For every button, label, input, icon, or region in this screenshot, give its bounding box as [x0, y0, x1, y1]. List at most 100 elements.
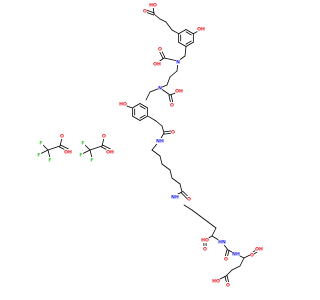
- tfa-2-hydroxyl-background: [106, 149, 114, 155]
- hexanoyl-chain-bond: [169, 169, 173, 179]
- upper-acid-hydroxyl: OH: [153, 62, 161, 68]
- tfa-1-cf-bond: [39, 149, 49, 155]
- hexanoyl-chain-bond: [171, 177, 181, 185]
- upper-amine-nitrogen-background: [175, 59, 181, 65]
- second-benzene-ring-bond: [132, 103, 141, 109]
- hexanoyl-carbonyl-bond: [180, 192, 188, 200]
- top-benzene-ring-bond: [178, 29, 187, 35]
- second-benzene-ring-bond: [139, 114, 146, 119]
- second-benzene-ring-bond: [132, 115, 141, 121]
- amide-nitrogen: NH: [156, 139, 164, 145]
- lysine-epsilon-nitrogen-background: [171, 194, 179, 200]
- tfa-2-carbonyl-bond: [102, 144, 111, 150]
- glu-alpha-acid-carbonyl-oxygen-background: [249, 252, 255, 258]
- lysine-acid-carbonyl-oxygen: O: [203, 247, 207, 253]
- lower-amine-nitrogen-background: [157, 85, 163, 91]
- lysine-acid-hydroxyl: HO: [201, 238, 209, 244]
- urea-nitrogen-1-background: [218, 239, 226, 245]
- top-acid-hydroxyl-background: [149, 2, 157, 8]
- top-acid-carbonyl-oxygen-background: [142, 8, 148, 14]
- hexanoyl-chain-bond: [151, 149, 161, 157]
- lysine-chain-bond: [183, 204, 193, 211]
- top-benzyl-bond: [184, 46, 187, 57]
- upper-acid-carbonyl-oxygen: O: [158, 47, 162, 53]
- glu-side-chain-bond: [225, 269, 233, 277]
- lysine-alpha-bond: [211, 227, 217, 237]
- urea-nitrogen-2: NH: [232, 252, 240, 258]
- tfa-1-fluorine-2: F: [37, 153, 40, 159]
- ethylene-chain-bond: [169, 70, 178, 78]
- urea-carbonyl-oxygen: O: [224, 257, 228, 263]
- tfa-1-fluorine-1-background: [38, 140, 44, 146]
- atom-label-layer: FFFOHOFFFOHOHOOOHNOHONOHOHOONHONHHOOHNON…: [36, 2, 263, 289]
- top-benzene-ring-bond: [185, 31, 192, 36]
- tfa-2-cf-bond: [81, 149, 91, 155]
- top-propanoic-chain-bond: [165, 21, 173, 31]
- tfa-2-fluorine-1-background: [80, 140, 86, 146]
- tfa-1-carbonyl-oxygen: O: [60, 134, 64, 140]
- tfa-2-fluorine-3: F: [90, 158, 93, 164]
- lysine-acid-carbonyl-oxygen-background: [202, 246, 208, 252]
- amide-carbonyl-oxygen: O: [171, 130, 175, 136]
- hexanoyl-chain-bond: [159, 155, 163, 165]
- upper-acid-hydroxyl-background: [153, 61, 161, 67]
- second-benzyl-ring-bond: [145, 91, 151, 101]
- tfa-1-fluorine-1: F: [39, 141, 42, 147]
- top-phenol-hydroxyl-background: [197, 26, 205, 32]
- tfa-1-fluorine-3-background: [47, 157, 53, 163]
- top-acid-hydroxyl: HO: [149, 3, 157, 9]
- tfa-2-carbonyl-oxygen: O: [102, 134, 106, 140]
- top-acid-carbonyl-oxygen: O: [143, 9, 147, 15]
- top-carbonyl-bond: [145, 9, 155, 14]
- hexanoyl-carbonyl-oxygen: O: [187, 197, 191, 203]
- lysine-acid-hydroxyl-background: [201, 237, 209, 243]
- second-phenol-hydroxyl: HO: [119, 102, 127, 108]
- amide-carbonyl-bond: [163, 132, 173, 135]
- tfa-1-hydroxyl: OH: [64, 150, 72, 156]
- urea-carbonyl-oxygen-background: [223, 256, 229, 262]
- tfa-1-carbonyl-oxygen-background: [59, 133, 65, 139]
- tfa-2-fluorine-3-background: [89, 157, 95, 163]
- tfa-1-hydroxyl-background: [64, 149, 72, 155]
- tfa-2-cf-bond: [89, 149, 93, 159]
- glu-side-chain-bond: [231, 265, 241, 271]
- second-benzene-ring-bond: [139, 115, 148, 121]
- tfa-2-carbonyl-oxygen-background: [101, 133, 107, 139]
- second-phenol-hydroxyl-background: [119, 101, 127, 107]
- urea-nitrogen-1: HN: [218, 240, 226, 246]
- amide-carbonyl-oxygen-background: [170, 129, 176, 135]
- top-propanoic-chain-bond: [153, 13, 161, 20]
- top-phenol-hydroxyl: OH: [197, 27, 205, 33]
- top-benzene-ring-bond: [185, 40, 192, 45]
- top-benzene-ring-bond: [178, 41, 187, 47]
- tfa-2-fluorine-2-background: [78, 152, 84, 158]
- lower-amine-nitrogen: N: [158, 86, 162, 92]
- tfa-2-hydroxyl: OH: [106, 150, 114, 156]
- tfa-1-fluorine-2-background: [36, 152, 42, 158]
- glu-side-chain-bond: [239, 257, 245, 267]
- tfa-1-cf-bond: [47, 149, 51, 159]
- tfa-2-cc-bond: [89, 145, 103, 151]
- ethylene-chain-bond: [166, 76, 171, 86]
- tfa-1-fluorine-3: F: [48, 158, 51, 164]
- top-propanoic-chain-bond: [159, 18, 167, 23]
- upper-acid-carbonyl-oxygen-background: [157, 46, 163, 52]
- glu-side-hydroxyl-background: [212, 278, 220, 284]
- glu-side-hydroxyl: HO: [212, 279, 220, 285]
- amide-nitrogen-background: [156, 138, 164, 144]
- top-benzene-ring-bond: [185, 41, 194, 47]
- upper-amine-nitrogen: N: [176, 60, 180, 66]
- second-propanoyl-chain-bond: [147, 115, 157, 122]
- top-propanoic-chain-bond: [171, 29, 180, 35]
- glu-alpha-acid-carbonyl-oxygen: O: [250, 253, 254, 259]
- urea-nitrogen-2-background: [232, 251, 240, 257]
- lower-acid-hydroxyl-background: [175, 88, 183, 94]
- lower-acid-hydroxyl: OH: [175, 89, 183, 95]
- lysine-epsilon-nitrogen: NH: [171, 195, 179, 201]
- lysine-chain-bond: [207, 221, 217, 229]
- glu-alpha-acid-hydroxyl-background: [255, 246, 263, 252]
- tfa-1-cc-bond: [47, 145, 61, 151]
- top-benzene-ring-bond: [185, 29, 194, 35]
- hexanoyl-chain-bond: [179, 183, 183, 193]
